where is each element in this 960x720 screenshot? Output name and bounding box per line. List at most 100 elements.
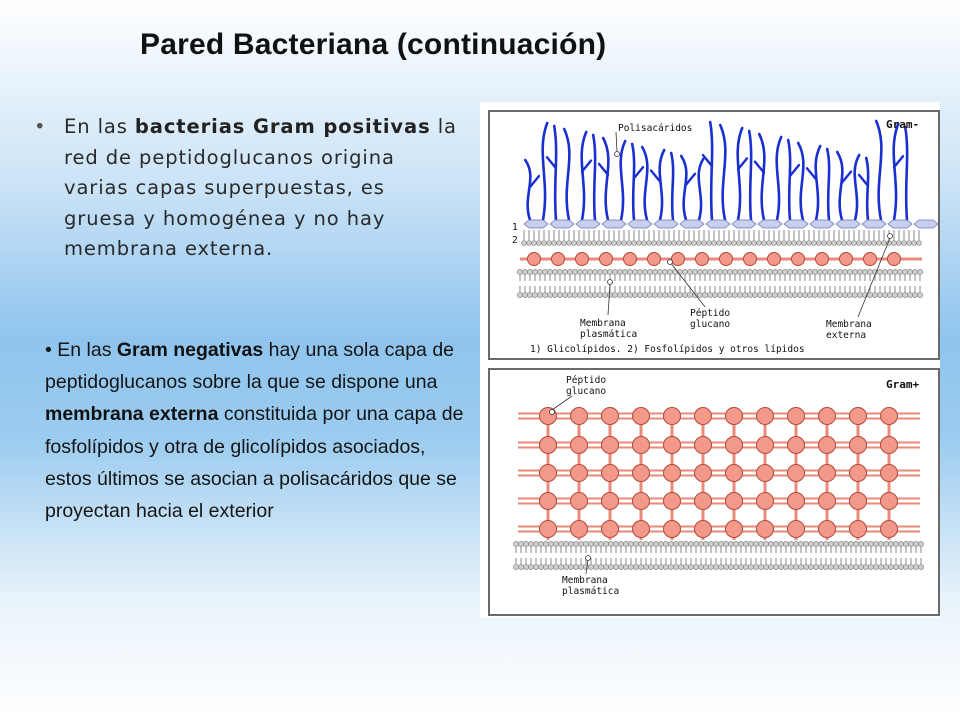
lipid-head	[757, 292, 763, 298]
lipid-head	[772, 292, 778, 298]
lipid-head	[616, 240, 622, 246]
peptide-node	[539, 436, 557, 454]
lipid-head	[842, 269, 848, 275]
polysaccharide-chain	[874, 119, 883, 222]
lipid-head	[528, 564, 534, 570]
peptide-node	[725, 407, 743, 425]
lipid-head	[657, 292, 663, 298]
lipid-head	[888, 564, 894, 570]
bullet: •	[34, 115, 47, 138]
peptide-node	[818, 520, 836, 538]
peptide-node	[632, 407, 650, 425]
lipid-head	[528, 541, 534, 547]
lipid-head	[901, 240, 907, 246]
lipid-head	[663, 541, 669, 547]
lipid-head	[581, 240, 587, 246]
lipid-head	[638, 564, 644, 570]
lipid-head	[572, 269, 578, 275]
label-polisacaridos: Polisacáridos	[618, 123, 692, 134]
lipid-head	[721, 240, 727, 246]
polysaccharide-chain	[679, 154, 688, 222]
lipid-head	[888, 541, 894, 547]
lipid-head	[666, 240, 672, 246]
lipid-head	[617, 269, 623, 275]
lipid-head	[741, 240, 747, 246]
lipid-head	[683, 541, 689, 547]
lipid-head	[808, 541, 814, 547]
peptide-node	[551, 252, 565, 266]
lipid-head	[718, 564, 724, 570]
peptide-node	[647, 252, 661, 266]
lipid-head	[781, 240, 787, 246]
polysaccharide-branch	[736, 157, 749, 171]
polysaccharide-chain	[864, 156, 870, 222]
glycolipid	[575, 219, 601, 229]
polysaccharide-branch	[753, 160, 766, 174]
lipid-head	[688, 541, 694, 547]
lipid-head	[682, 292, 688, 298]
lipid-head	[778, 564, 784, 570]
lipid-head	[613, 564, 619, 570]
lipid-head	[817, 269, 823, 275]
lipid-head	[728, 541, 734, 547]
lipid-head	[913, 564, 919, 570]
peptide-node	[791, 252, 805, 266]
peptide-node	[743, 252, 757, 266]
lipid-head	[736, 240, 742, 246]
lipid-head	[873, 541, 879, 547]
peptide-node	[601, 407, 619, 425]
lipid-head	[582, 269, 588, 275]
lipid-head	[812, 292, 818, 298]
gram-positive-paragraph: • En las bacterias Gram positivas la red…	[34, 112, 464, 265]
lipid-head	[642, 292, 648, 298]
lipid-head	[897, 292, 903, 298]
peptide-node	[787, 464, 805, 482]
lipid-head	[638, 541, 644, 547]
lipid-head	[687, 292, 693, 298]
lipid-head	[877, 292, 883, 298]
peptide-node	[880, 407, 898, 425]
lipid-head	[756, 240, 762, 246]
lipid-head	[663, 564, 669, 570]
lipid-head	[833, 541, 839, 547]
marker-1: 1	[512, 222, 518, 233]
lipid-head	[801, 240, 807, 246]
plasma-membrane	[517, 269, 923, 298]
lipid-head	[822, 269, 828, 275]
lipid-head	[667, 292, 673, 298]
lipid-head	[541, 240, 547, 246]
peptide-node	[671, 252, 685, 266]
peptide-node	[632, 520, 650, 538]
lipid-head	[613, 541, 619, 547]
peptide-node	[601, 520, 619, 538]
lipid-head	[882, 292, 888, 298]
lipid-head	[837, 269, 843, 275]
lipid-head	[642, 269, 648, 275]
gram-negative-heading: Gram-	[886, 118, 919, 131]
lipid-head	[802, 292, 808, 298]
peptide-node	[539, 464, 557, 482]
label-membrana-line1: Membrana	[562, 575, 608, 586]
lipid-head	[532, 292, 538, 298]
peptide-node	[725, 436, 743, 454]
lipid-head	[597, 269, 603, 275]
label-peptido-line1: Péptido	[690, 308, 730, 319]
lipid-head	[883, 541, 889, 547]
polysaccharide-branch	[597, 162, 610, 177]
pointer-line	[669, 261, 706, 308]
lipid-head	[817, 292, 823, 298]
peptide-node	[527, 252, 541, 266]
lipid-head	[527, 292, 533, 298]
lipid-head	[517, 292, 523, 298]
peptide-node	[756, 520, 774, 538]
lipid-head	[907, 292, 913, 298]
lipid-head	[763, 541, 769, 547]
polysaccharide-chain	[640, 145, 649, 222]
lipid-head	[717, 292, 723, 298]
lipid-head	[647, 269, 653, 275]
label-peptido-line2: glucano	[690, 319, 730, 330]
lipid-head	[693, 564, 699, 570]
page-title: Pared Bacteriana (continuación)	[140, 28, 607, 61]
lipid-head	[533, 564, 539, 570]
lipid-head	[577, 269, 583, 275]
